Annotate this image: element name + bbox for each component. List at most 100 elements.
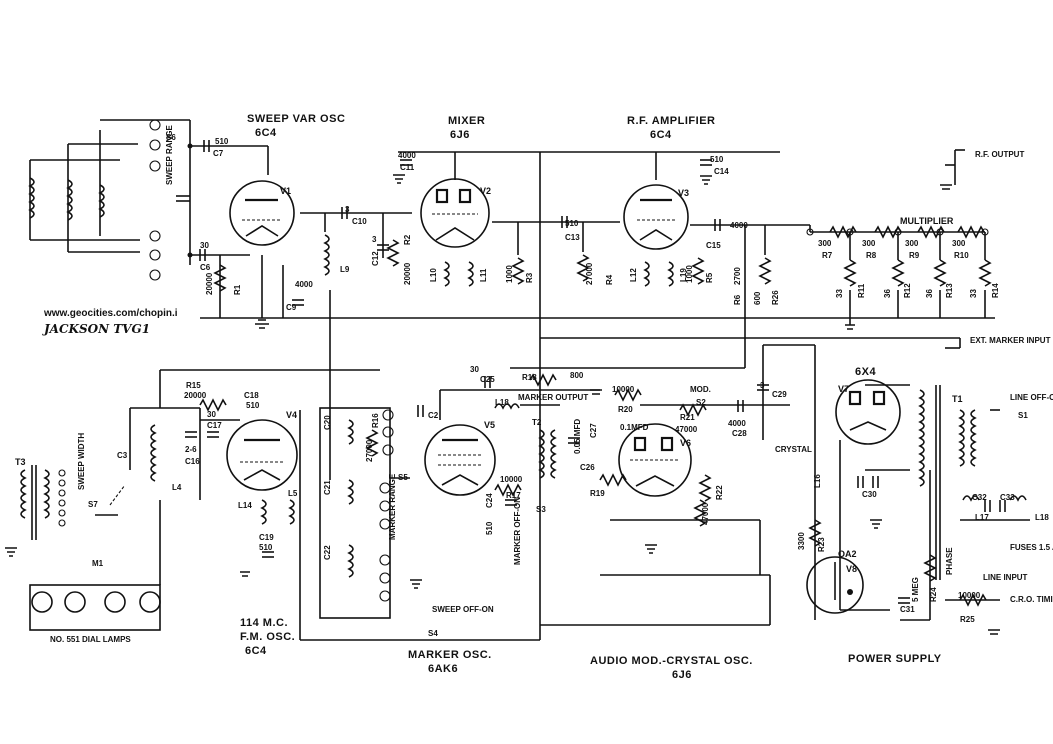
t1-label: T1 <box>952 394 963 404</box>
l18-label: L18 <box>495 398 509 407</box>
power-supply-title: POWER SUPPLY <box>848 653 942 665</box>
r1-label: R1 <box>233 284 242 295</box>
s4-label: S4 <box>428 629 438 638</box>
r18-value: 800 <box>570 371 584 380</box>
r1-value: 20000 <box>205 272 214 295</box>
v2-label: V2 <box>480 186 491 196</box>
r25-label: R25 <box>960 615 975 624</box>
marker-off-on-label: MARKER OFF-ON <box>513 497 522 565</box>
c16-label: C16 <box>185 457 200 466</box>
phase-label: PHASE <box>945 547 954 575</box>
v4-label: V4 <box>286 410 297 420</box>
r25-value: 10000 <box>958 591 981 600</box>
r18-label: R18 <box>522 373 537 382</box>
fm-osc-title: F.M. OSC. <box>240 631 295 643</box>
marker-output-label: MARKER OUTPUT <box>518 393 588 402</box>
r26-value: 600 <box>753 291 762 305</box>
v3-label: V3 <box>678 188 689 198</box>
top-grounds <box>255 174 952 330</box>
c26-label: C26 <box>580 463 595 472</box>
l9-label: L9 <box>340 265 350 274</box>
r23-value: 3300 <box>797 532 806 550</box>
c16-value: 2-6 <box>185 445 197 454</box>
cro-timing-label: C.R.O. TIMING <box>1010 595 1053 604</box>
sweep-var-osc-tube: 6C4 <box>255 127 277 139</box>
fuses-label: FUSES 1.5 A <box>1010 543 1053 552</box>
c13-value: 510 <box>565 219 579 228</box>
c17-value: 30 <box>207 410 216 419</box>
l14-label: L14 <box>238 501 252 510</box>
t2-label: T2 <box>532 418 542 427</box>
r12-label: R12 <box>903 283 912 298</box>
r17-label: R17 <box>506 491 521 500</box>
r16-value: 27000 <box>365 439 374 462</box>
c10-label: C10 <box>352 217 367 226</box>
l19-label: L19 <box>679 268 688 282</box>
s1-label: S1 <box>1018 411 1028 420</box>
bottom-resistors <box>199 373 987 607</box>
bottom-capacitors <box>185 376 1006 604</box>
crystal-label: CRYSTAL <box>775 445 812 454</box>
c28-label: C28 <box>732 429 747 438</box>
m1-label: M1 <box>92 559 104 568</box>
c24-label: C24 <box>485 493 494 508</box>
r10-label: R10 <box>954 251 969 260</box>
c15-value: 4000 <box>730 221 748 230</box>
r17-value: 10000 <box>500 475 523 484</box>
r5-label: R5 <box>705 272 714 283</box>
marker-osc-tube: 6AK6 <box>428 663 458 675</box>
c27-value: 0.1MFD <box>620 423 649 432</box>
audio-mod-tube: 6J6 <box>672 669 692 681</box>
r24-value: 5 MEG <box>911 577 920 602</box>
mod-label: MOD. <box>690 385 711 394</box>
r11-label: R11 <box>857 283 866 298</box>
r15-label: R15 <box>186 381 201 390</box>
c29-value: 3 <box>760 381 765 390</box>
r22-value: 47000 <box>701 502 710 525</box>
r7-label: R7 <box>822 251 833 260</box>
sweep-var-osc-title: SWEEP VAR OSC <box>247 113 345 125</box>
fm-osc-tube: 6C4 <box>245 645 267 657</box>
c14-label: C14 <box>714 167 729 176</box>
v5-label: V5 <box>484 420 495 430</box>
sweep-width-switch <box>58 469 126 527</box>
c13-label: C13 <box>565 233 580 242</box>
r6-label: R6 <box>733 294 742 305</box>
c27-label: C27 <box>589 423 598 438</box>
c25-value: 30 <box>470 365 479 374</box>
v8-tube <box>806 556 864 614</box>
r11-value: 33 <box>835 289 844 298</box>
r24-label: R24 <box>929 587 938 602</box>
top-capacitors <box>176 140 721 306</box>
oa2-label: OA2 <box>838 549 857 559</box>
rf-amplifier-tube: 6C4 <box>650 129 672 141</box>
r22-label: R22 <box>715 485 724 500</box>
bottom-wiring <box>129 225 1030 641</box>
c10-value: 3 <box>345 205 350 214</box>
c21-label: C21 <box>323 480 332 495</box>
r21-value: 47000 <box>675 425 698 434</box>
top-coils <box>28 177 674 287</box>
c18-value: 510 <box>246 401 260 410</box>
r13-value: 36 <box>925 289 934 298</box>
r23-label: R23 <box>817 537 826 552</box>
r20-value: 10000 <box>612 385 635 394</box>
ext-marker-input-label: EXT. MARKER INPUT <box>970 336 1051 345</box>
c29-label: C29 <box>772 390 787 399</box>
bottom-grounds <box>5 389 1000 635</box>
model-label: JACKSON TVG1 <box>42 322 150 336</box>
r2-value: 20000 <box>403 262 412 285</box>
mixer-tube: 6J6 <box>450 129 470 141</box>
r6-value: 2700 <box>733 267 742 285</box>
top-resistors <box>213 225 992 325</box>
audio-mod-title: AUDIO MOD.-CRYSTAL OSC. <box>590 655 753 667</box>
c33-label: C33 <box>1000 493 1015 502</box>
s5-label: S5 <box>398 473 408 482</box>
r2-label: R2 <box>403 234 412 245</box>
l4-label: L4 <box>172 483 182 492</box>
v1-tube <box>229 180 295 246</box>
c19-label: C19 <box>259 533 274 542</box>
v2-tube <box>420 178 490 248</box>
